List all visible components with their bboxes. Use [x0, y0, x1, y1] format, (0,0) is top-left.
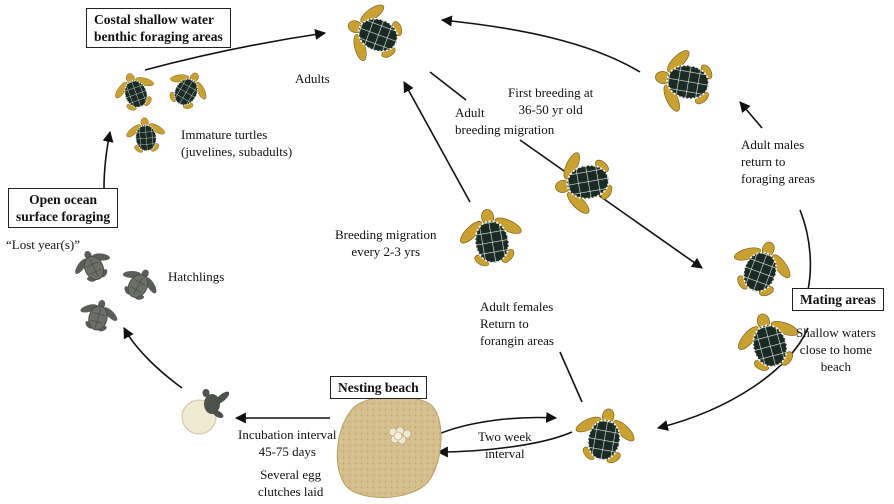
mating-areas-box: Mating areas [792, 288, 884, 311]
arrow-breeding-migration-to-mating [520, 140, 702, 268]
immature-turtles-label: Immature turtles (juvelines, subadults) [181, 126, 292, 160]
adults-label: Adults [295, 70, 330, 87]
adult-females-return-label: Adult females Return to forangin areas [480, 298, 554, 349]
female-turtle-icon [453, 204, 529, 273]
nesting-beach-sand [337, 396, 441, 497]
coastal-foraging-box: Costal shallow water benthic foraging ar… [86, 8, 231, 48]
migrating-turtle-icon [550, 145, 619, 221]
cycle-arc-right-side [800, 210, 810, 290]
breeding-migration-interval-label: Breeding migration every 2-3 yrs [335, 226, 436, 260]
two-week-interval-label: Two week interval [478, 428, 532, 462]
immature-turtle-2-icon [159, 62, 216, 117]
hatchling-2-icon [113, 260, 165, 308]
immature-turtle-1-icon [108, 66, 162, 117]
nesting-female-turtle-icon [568, 403, 641, 468]
returning-male-turtle-icon [650, 43, 719, 119]
adult-breeding-migration-label: Adult breeding migration [455, 104, 554, 138]
egg-clutches-label: Several egg clutches laid [258, 466, 323, 500]
lost-years-label: “Lost year(s)” [6, 236, 80, 253]
open-ocean-box: Open ocean surface foraging [8, 188, 118, 228]
cycle-arc-males-to-adults [442, 20, 640, 72]
cycle-arc-open-ocean-to-immature [104, 132, 110, 188]
hatchling-3-icon [75, 295, 123, 337]
hatching-egg [182, 389, 231, 434]
adults-turtle-icon [337, 0, 411, 73]
arrow-males-return [740, 102, 762, 128]
mating-turtle-top-icon [722, 231, 801, 305]
arrow-adult-breeding-migration [430, 72, 466, 100]
cycle-arc-hatchlings-to-open-ocean [124, 328, 182, 388]
arrow-females-line [560, 352, 582, 402]
nesting-beach-box: Nesting beach [330, 376, 427, 399]
adult-males-return-label: Adult males return to foraging areas [741, 136, 815, 187]
arrow-females-to-adults [404, 82, 470, 202]
hatchlings-label: Hatchlings [168, 268, 224, 285]
shallow-waters-label: Shallow waters close to home beach [796, 324, 876, 375]
immature-turtle-3-icon [124, 116, 168, 155]
incubation-interval-label: Incubation interval 45-75 days [238, 426, 337, 460]
